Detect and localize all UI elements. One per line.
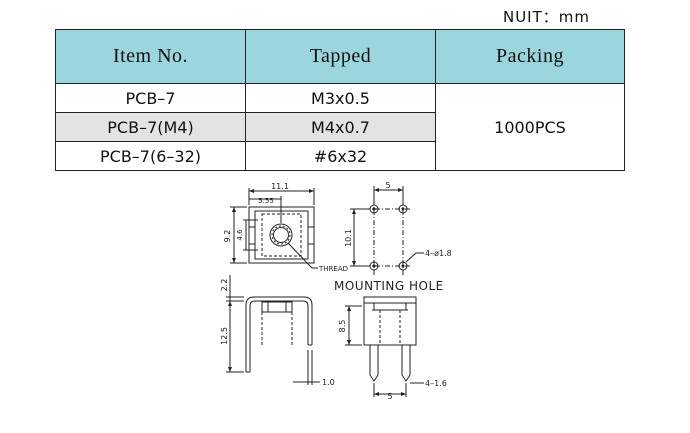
thread-label: THREAD (318, 265, 348, 273)
mounting-hole-label: MOUNTING HOLE (334, 279, 444, 293)
table-row: PCB–7 M3x0.5 1000PCS (55, 83, 625, 171)
dim-pin-spacing: 5 (387, 392, 392, 401)
header-tapped: Tapped (245, 29, 436, 84)
dim-hole-spacing-y: 10.1 (344, 229, 353, 247)
dim-pin: 4–1.6 (425, 379, 447, 388)
tapped-cell: #6x32 (245, 141, 436, 171)
tapped-cell: M4x0.7 (245, 112, 436, 142)
dim-hole-spacing-x: 5 (385, 181, 390, 190)
table-row: PCB–7(6–32) #6x32 (55, 141, 625, 171)
mounting-hole-view (350, 186, 424, 275)
item-no-cell: PCB–7(6–32) (55, 141, 246, 171)
front-view (345, 296, 424, 397)
spec-table: Item No. Tapped Packing PCB–7 M3x0.5 100… (55, 29, 625, 171)
dim-thickness: 1.0 (322, 378, 335, 387)
header-packing: Packing (435, 29, 625, 84)
dim-height: 9.2 (223, 230, 232, 243)
side-view (226, 275, 320, 385)
top-view (230, 188, 318, 269)
table-row: PCB–7(M4) M4x0.7 (55, 112, 625, 142)
item-no-cell: PCB–7 (55, 83, 246, 113)
dim-front-height: 8.5 (338, 320, 347, 333)
tapped-cell: M3x0.5 (245, 83, 436, 113)
dim-inner: 4.6 (236, 229, 244, 241)
dim-half-width: 5.55 (258, 197, 274, 205)
dim-side-height: 12.5 (220, 327, 229, 345)
unit-label: NUIT：mm (502, 8, 590, 26)
dim-top-gap: 2.2 (220, 279, 229, 292)
packing-cell: 1000PCS (435, 83, 625, 171)
table-header-row: Item No. Tapped Packing (55, 29, 625, 84)
dim-hole-diameter: 4–ø1.8 (425, 249, 452, 258)
item-no-cell: PCB–7(M4) (55, 112, 246, 142)
dim-width: 11.1 (271, 182, 289, 191)
